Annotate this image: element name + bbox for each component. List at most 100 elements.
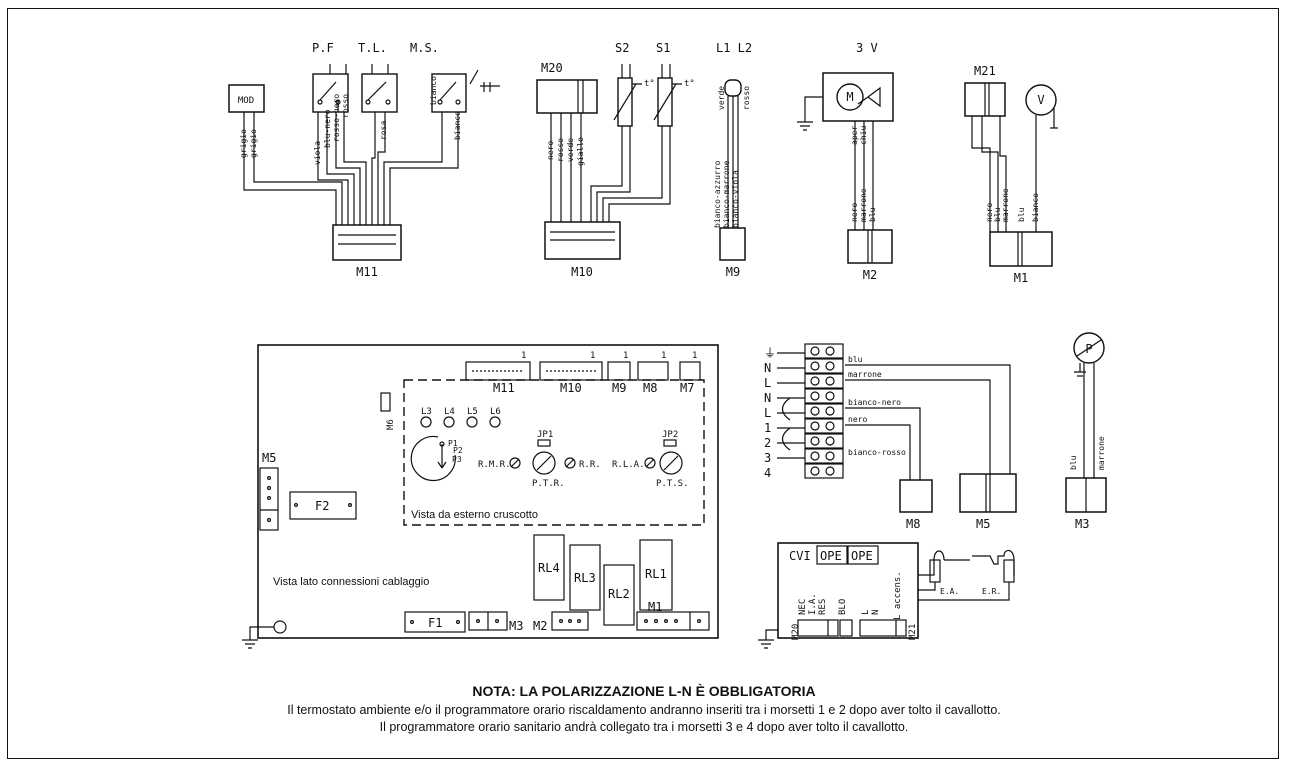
terminal-row-label: L bbox=[764, 406, 771, 420]
terminal-row-label: N bbox=[764, 361, 771, 375]
terminal-screw bbox=[810, 466, 820, 476]
pin-1-marker: 1 bbox=[590, 351, 595, 361]
note-title: NOTA: LA POLARIZZAZIONE L-N È OBBLIGATOR… bbox=[472, 683, 816, 699]
m11-label: M11 bbox=[356, 265, 378, 279]
tl-limit-thermostat: T.L. rosa bbox=[358, 41, 398, 225]
terminal-screw bbox=[825, 421, 835, 431]
s1-sensor: S1 t° bbox=[602, 41, 695, 222]
board-m10-label: M10 bbox=[560, 381, 582, 395]
s2-sensor: S2 t° bbox=[590, 41, 655, 222]
terminal-row-label: L bbox=[764, 376, 771, 390]
m9-label: M9 bbox=[726, 265, 740, 279]
m2-label: M2 bbox=[863, 268, 877, 282]
relay-rl4-label: RL4 bbox=[538, 561, 560, 575]
terminal-screw bbox=[825, 451, 835, 461]
wire-label: nero bbox=[850, 203, 859, 222]
er-label: E.R. bbox=[982, 587, 1001, 596]
temp-symbol: t° bbox=[644, 79, 655, 89]
mod-component: MOD grigio grigio bbox=[228, 84, 343, 225]
selector-p3-label: P3 bbox=[452, 455, 462, 464]
wire-label: rosso-nero bbox=[332, 94, 341, 142]
led-l3-label: L3 bbox=[421, 407, 432, 417]
wire-label: bianco-marrone bbox=[722, 160, 731, 228]
relay-rl3-label: RL3 bbox=[574, 571, 596, 585]
terminal-screw bbox=[825, 361, 835, 371]
l-accens-label: L accens. bbox=[893, 571, 903, 620]
m21-label: M21 bbox=[974, 64, 996, 78]
vista-lato-caption: Vista lato connessioni cablaggio bbox=[273, 576, 429, 588]
wire-label: aper bbox=[850, 126, 859, 145]
terminal-screw bbox=[810, 346, 820, 356]
wire-label: blu bbox=[848, 355, 863, 364]
tl-label: T.L. bbox=[358, 41, 387, 55]
wire-label: bianco-rosso bbox=[848, 448, 906, 457]
board-m3-label: M3 bbox=[509, 619, 523, 633]
s2-label: S2 bbox=[615, 41, 629, 55]
note-block: NOTA: LA POLARIZZAZIONE L-N È OBBLIGATOR… bbox=[8, 683, 1280, 736]
wire-label: bianco bbox=[1031, 193, 1040, 222]
pts-label: P.T.S. bbox=[656, 479, 689, 489]
wire-label: bianco bbox=[429, 76, 438, 105]
board-m5-label: M5 bbox=[262, 451, 276, 465]
terminal-cell bbox=[804, 463, 844, 479]
ignition-board: CVI OPE OPE NEC I.A. RES BLO L N L accen… bbox=[758, 542, 1015, 649]
cvi-label: CVI bbox=[789, 549, 811, 563]
tb-m8-label: M8 bbox=[906, 517, 920, 531]
jp2-label: JP2 bbox=[662, 430, 678, 440]
terminal-screw bbox=[810, 421, 820, 431]
wire-label: marrone bbox=[859, 188, 868, 222]
s1-label: S1 bbox=[656, 41, 670, 55]
rr-label: R.R. bbox=[579, 460, 601, 470]
ign-m21-label: M21 bbox=[908, 624, 918, 640]
wire-label: bianco-azzurro bbox=[713, 160, 722, 228]
nec-label: NEC bbox=[798, 599, 808, 615]
terminal-cell bbox=[804, 403, 844, 419]
wire-label: blu bbox=[1069, 455, 1078, 470]
terminal-cell bbox=[804, 388, 844, 404]
terminal-row-label: 2 bbox=[764, 436, 771, 450]
terminal-row-label: N bbox=[764, 391, 771, 405]
tb-m5-label: M5 bbox=[976, 517, 990, 531]
wire-label: grigio bbox=[239, 129, 248, 158]
wire-label: marrone bbox=[1001, 188, 1010, 222]
terminal-cell bbox=[804, 343, 844, 359]
wire-label: rosso bbox=[341, 94, 350, 118]
led-l5-label: L5 bbox=[467, 407, 478, 417]
rmr-label: R.M.R. bbox=[478, 460, 511, 470]
control-board: M11 M10 M9 M8 M7 1 1 1 1 1 M6 L3 L4 L5 L… bbox=[242, 344, 719, 649]
l-label: L bbox=[861, 610, 871, 615]
terminal-screw bbox=[810, 406, 820, 416]
ope1-label: OPE bbox=[820, 549, 842, 563]
terminal-screw bbox=[825, 376, 835, 386]
vista-esterno-caption: Vista da esterno cruscotto bbox=[411, 509, 538, 521]
wire-label: bianco bbox=[453, 111, 462, 140]
res-label: RES bbox=[818, 599, 828, 615]
3v-label: 3 V bbox=[856, 41, 878, 55]
ign-m20-label: M20 bbox=[791, 624, 801, 640]
led-l4-label: L4 bbox=[444, 407, 455, 417]
motor-symbol: M bbox=[846, 90, 853, 104]
note-line-1: Il termostato ambiente e/o il programmat… bbox=[287, 703, 1001, 717]
fuse-f2-label: F2 bbox=[315, 499, 329, 513]
m20-label: M20 bbox=[541, 61, 563, 75]
terminal-cell bbox=[804, 433, 844, 449]
wire-label: chiu bbox=[859, 126, 868, 145]
l1-l2-leds: L1 L2 verde rosso bianco-azzurro bianco-… bbox=[713, 41, 752, 279]
ope2-label: OPE bbox=[851, 549, 873, 563]
wire-label: giallo bbox=[576, 137, 585, 166]
board-m6-label: M6 bbox=[386, 419, 396, 430]
wire-label: verde bbox=[717, 86, 726, 110]
board-m7-label: M7 bbox=[680, 381, 694, 395]
wire-label: blu bbox=[1017, 207, 1026, 222]
m10-connector: M10 bbox=[544, 221, 621, 279]
terminal-row-label: 4 bbox=[764, 466, 771, 480]
wire-label: rosa bbox=[379, 121, 388, 140]
three-way-valve: 3 V M aper chiu nero marrone blu M2 bbox=[797, 41, 894, 282]
m11-connector: M11 bbox=[332, 224, 402, 279]
pin-1-marker: 1 bbox=[521, 351, 526, 361]
terminal-cell bbox=[804, 418, 844, 434]
terminal-screw bbox=[825, 466, 835, 476]
rla-label: R.L.A. bbox=[612, 460, 645, 470]
pf-pressure-switch: P.F viola blu-nero rosso-nero rosso bbox=[312, 41, 367, 225]
